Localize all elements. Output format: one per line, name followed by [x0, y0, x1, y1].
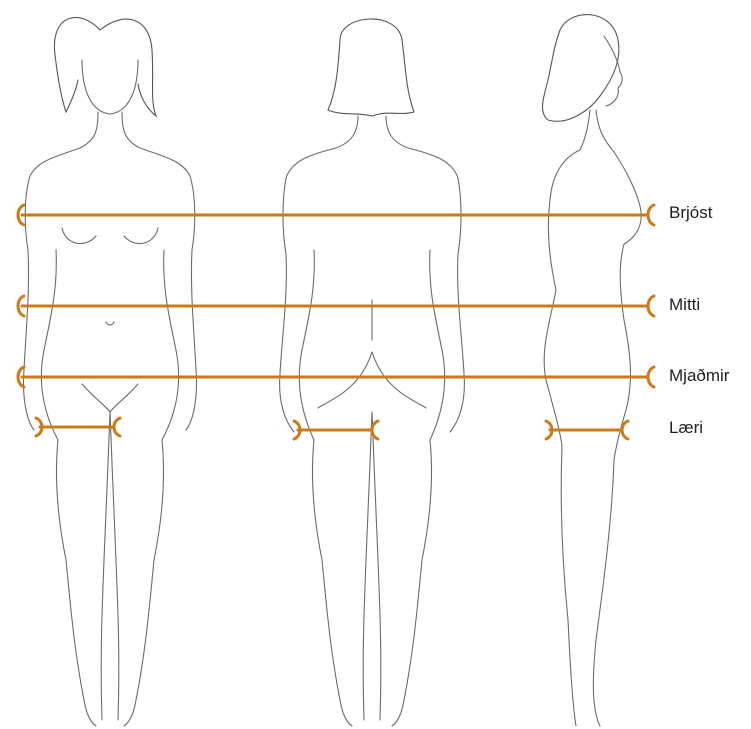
hips-right-bracket-icon	[648, 367, 654, 387]
chest-label: Brjóst	[669, 203, 712, 223]
hips-label: Mjaðmir	[669, 366, 729, 386]
side-legs	[561, 446, 614, 726]
back-hair	[328, 19, 414, 116]
side-torso	[544, 110, 641, 460]
front-torso	[23, 112, 196, 430]
back-view-figure	[280, 19, 465, 726]
hips-measurement-line	[18, 367, 654, 387]
waist-right-bracket-icon	[648, 296, 654, 316]
chest-measurement-line	[18, 205, 654, 225]
thigh-side-right-bracket-icon	[622, 421, 628, 439]
chest-right-bracket-icon	[648, 205, 654, 225]
front-view-figure	[23, 17, 196, 726]
front-head	[82, 60, 138, 114]
thigh-label: Læri	[669, 418, 703, 438]
waist-measurement-line	[18, 296, 654, 316]
back-legs	[312, 412, 431, 726]
side-view-figure	[543, 15, 642, 726]
side-face	[604, 36, 622, 106]
front-legs	[56, 412, 163, 726]
thigh-measurement-lines	[36, 418, 628, 439]
front-chest-lines	[62, 228, 158, 244]
thigh-back-right-bracket-icon	[372, 421, 378, 439]
front-hair	[54, 17, 156, 116]
back-torso	[280, 116, 465, 432]
waist-label: Mitti	[669, 295, 700, 315]
thigh-front-right-bracket-icon	[114, 418, 120, 436]
